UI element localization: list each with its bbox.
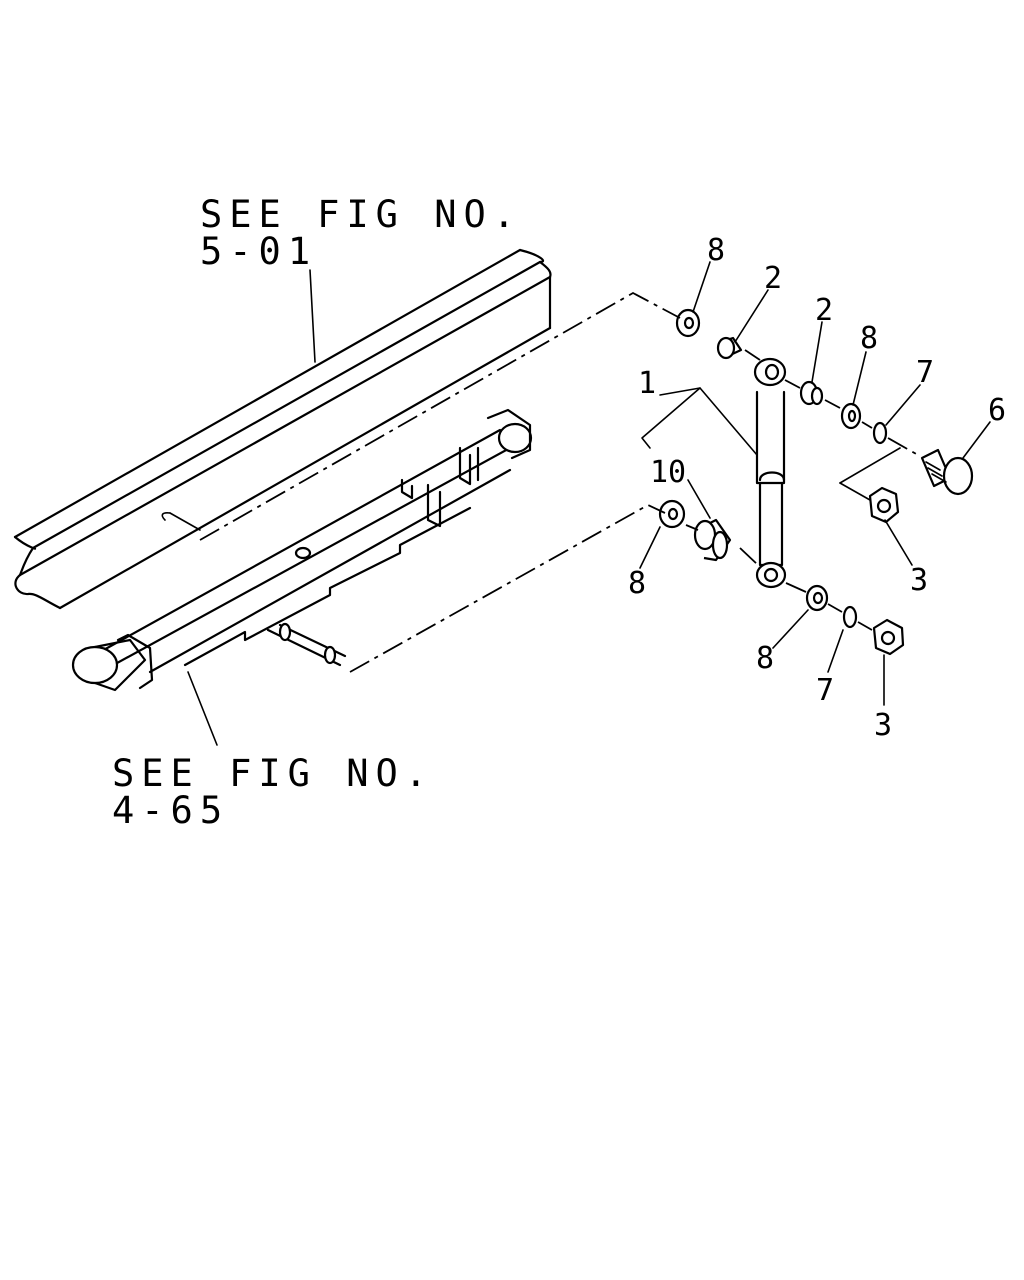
callout-numbers: 8 2 2 8 7 6 1 10 3 8 8 7 3 bbox=[628, 233, 1006, 743]
callout-3-upper: 3 bbox=[910, 563, 928, 598]
callout-6: 6 bbox=[988, 393, 1006, 428]
frame-rail bbox=[13, 248, 552, 610]
callout-8-lower-right: 8 bbox=[756, 641, 774, 676]
callout-8-lower-left: 8 bbox=[628, 566, 646, 601]
callout-7-upper: 7 bbox=[916, 355, 934, 390]
hardware-parts bbox=[658, 308, 974, 656]
callout-2-upper: 2 bbox=[764, 261, 782, 296]
reference-frame-label: SEE FIG NO. 5-01 bbox=[200, 193, 522, 273]
callout-2-right: 2 bbox=[815, 293, 833, 328]
leaf-spring bbox=[71, 408, 533, 692]
reference-spring-line1: SEE FIG NO. bbox=[112, 752, 434, 795]
reference-frame-line2: 5-01 bbox=[200, 230, 317, 273]
callout-7-lower: 7 bbox=[816, 673, 834, 708]
reference-frame-line1: SEE FIG NO. bbox=[200, 193, 522, 236]
callout-8-right: 8 bbox=[860, 321, 878, 356]
reference-spring-label: SEE FIG NO. 4-65 bbox=[112, 752, 434, 832]
callout-10: 10 bbox=[650, 455, 686, 490]
shock-absorber bbox=[753, 357, 787, 589]
leader-lines bbox=[187, 261, 991, 746]
reference-spring-line2: 4-65 bbox=[112, 789, 229, 832]
center-lines bbox=[199, 291, 919, 673]
callout-8-top: 8 bbox=[707, 233, 725, 268]
callout-3-lower: 3 bbox=[874, 708, 892, 743]
callout-1: 1 bbox=[638, 366, 656, 401]
